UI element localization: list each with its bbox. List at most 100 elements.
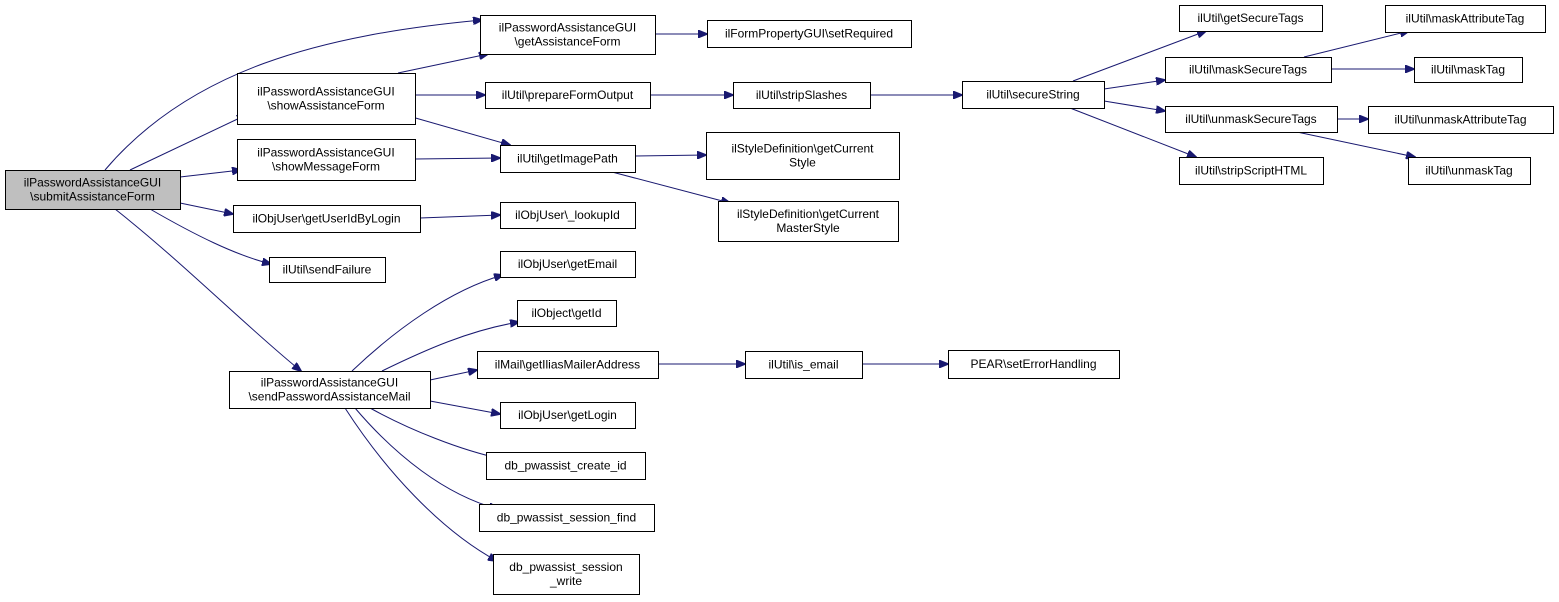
node-box (477, 351, 659, 379)
node-label-line: ilUtil\prepareFormOutput (502, 88, 634, 102)
edge-secureString-to-unmaskSecureTags (1103, 100, 1165, 111)
node-submit: ilPasswordAssistanceGUI\submitAssistance… (5, 170, 181, 210)
node-label-line: db_pwassist_session_find (497, 511, 636, 525)
node-label-line: \getAssistanceForm (514, 35, 620, 49)
node-maskAttributeTag[interactable]: ilUtil\maskAttributeTag (1385, 5, 1546, 33)
edge-showMsgForm-to-getImagePath (414, 158, 500, 159)
node-label-line: ilStyleDefinition\getCurrent (731, 142, 874, 156)
node-box (269, 257, 386, 283)
nodes-layer: ilPasswordAssistanceGUI\submitAssistance… (5, 5, 1554, 595)
node-box (733, 82, 871, 109)
node-box (237, 139, 416, 181)
edge-showAssistForm-to-getImagePath (404, 114, 510, 145)
node-showMsgForm[interactable]: ilPasswordAssistanceGUI\showMessageForm (237, 139, 416, 181)
node-getImagePath[interactable]: ilUtil\getImagePath (500, 145, 636, 173)
node-box (707, 20, 912, 48)
node-box (1368, 106, 1554, 134)
node-label-line: ilObjUser\getEmail (518, 257, 617, 271)
edge-submit-to-showMsgForm (179, 170, 241, 178)
node-box (517, 300, 617, 327)
node-box (1385, 5, 1546, 33)
node-stripScriptHTML[interactable]: ilUtil\stripScriptHTML (1179, 157, 1324, 185)
node-box (493, 554, 640, 595)
node-box (948, 350, 1120, 379)
node-getSecureTags[interactable]: ilUtil\getSecureTags (1179, 5, 1323, 32)
node-label-line: ilUtil\unmaskTag (1425, 164, 1512, 178)
edge-sendPwMail-to-getMailerAddr (429, 370, 477, 381)
node-label-line: ilFormPropertyGUI\setRequired (725, 27, 893, 41)
node-label-line: \showAssistanceForm (267, 99, 384, 113)
edge-secureString-to-maskSecureTags (1103, 80, 1165, 90)
node-label-line: ilMail\getIliasMailerAddress (495, 358, 640, 372)
node-setRequired[interactable]: ilFormPropertyGUI\setRequired (707, 20, 912, 48)
node-label-line: ilObjUser\getLogin (518, 408, 617, 422)
edge-getImagePath-to-getCurrentMasterStyle (611, 171, 730, 203)
edge-secureString-to-stripScriptHTML (1069, 107, 1196, 157)
node-sendFailure[interactable]: ilUtil\sendFailure (269, 257, 386, 283)
node-label-line: db_pwassist_create_id (504, 459, 626, 473)
edge-sendPwMail-to-getLogin (429, 400, 500, 414)
node-box (500, 145, 636, 173)
edge-sendPwMail-to-getEmail (351, 275, 503, 372)
node-label-line: ilUtil\secureString (986, 88, 1079, 102)
node-box (500, 202, 636, 229)
node-unmaskAttributeTag[interactable]: ilUtil\unmaskAttributeTag (1368, 106, 1554, 134)
node-setErrorHandling[interactable]: PEAR\setErrorHandling (948, 350, 1120, 379)
node-box (485, 82, 651, 109)
node-isEmail[interactable]: ilUtil\is_email (745, 351, 863, 379)
node-createId[interactable]: db_pwassist_create_id (486, 452, 646, 480)
node-getMailerAddr[interactable]: ilMail\getIliasMailerAddress (477, 351, 659, 379)
node-prepareFormOutput[interactable]: ilUtil\prepareFormOutput (485, 82, 651, 109)
edge-showAssistForm-to-getAssistForm (397, 54, 488, 74)
node-label-line: ilUtil\stripScriptHTML (1195, 164, 1307, 178)
node-box (237, 73, 416, 125)
node-unmaskSecureTags[interactable]: ilUtil\unmaskSecureTags (1165, 106, 1338, 133)
node-label-line: ilPasswordAssistanceGUI (257, 146, 394, 160)
node-box (1179, 157, 1324, 185)
edge-getUserIdByLogin-to-lookupId (419, 215, 500, 218)
node-getEmail[interactable]: ilObjUser\getEmail (500, 251, 636, 278)
edge-secureString-to-getSecureTags (1072, 31, 1206, 82)
node-label-line: \submitAssistanceForm (30, 190, 155, 204)
edge-sendPwMail-to-sessionWrite (344, 407, 497, 561)
node-label-line: ilUtil\is_email (768, 358, 838, 372)
node-sessionFind[interactable]: db_pwassist_session_find (479, 504, 655, 532)
node-box (706, 132, 900, 180)
node-stripSlashes[interactable]: ilUtil\stripSlashes (733, 82, 871, 109)
node-box (479, 504, 655, 532)
edge-sendPwMail-to-getId (381, 322, 519, 372)
node-box (1414, 57, 1523, 83)
node-lookupId[interactable]: ilObjUser\_lookupId (500, 202, 636, 229)
node-box (1179, 5, 1323, 32)
node-label-line: ilUtil\maskTag (1431, 63, 1505, 77)
node-maskSecureTags[interactable]: ilUtil\maskSecureTags (1165, 57, 1332, 83)
edge-submit-to-sendPwMail (114, 208, 301, 371)
node-showAssistForm[interactable]: ilPasswordAssistanceGUI\showAssistanceFo… (237, 73, 416, 125)
node-box (229, 371, 431, 409)
node-label-line: Style (789, 156, 816, 170)
node-box (500, 251, 636, 278)
edge-sendPwMail-to-sessionFind (354, 407, 498, 509)
node-label-line: ilObject\getId (531, 306, 601, 320)
node-unmaskTag[interactable]: ilUtil\unmaskTag (1408, 157, 1531, 185)
edge-submit-to-sendFailure (149, 208, 271, 264)
node-sendPwMail[interactable]: ilPasswordAssistanceGUI\sendPasswordAssi… (229, 371, 431, 409)
node-label-line: ilUtil\maskSecureTags (1189, 63, 1307, 77)
node-getAssistForm[interactable]: ilPasswordAssistanceGUI\getAssistanceFor… (480, 15, 656, 55)
node-maskTag[interactable]: ilUtil\maskTag (1414, 57, 1523, 83)
node-box (5, 170, 181, 210)
node-box (480, 15, 656, 55)
node-label-line: PEAR\setErrorHandling (970, 357, 1096, 371)
node-getUserIdByLogin[interactable]: ilObjUser\getUserIdByLogin (233, 205, 421, 233)
node-sessionWrite[interactable]: db_pwassist_session_write (493, 554, 640, 595)
node-getId[interactable]: ilObject\getId (517, 300, 617, 327)
node-getLogin[interactable]: ilObjUser\getLogin (500, 402, 636, 429)
node-label-line: ilPasswordAssistanceGUI (24, 176, 161, 190)
node-box (486, 452, 646, 480)
node-box (1408, 157, 1531, 185)
node-label-line: \showMessageForm (272, 160, 380, 174)
node-secureString[interactable]: ilUtil\secureString (962, 81, 1105, 109)
node-label-line: ilUtil\stripSlashes (756, 88, 847, 102)
